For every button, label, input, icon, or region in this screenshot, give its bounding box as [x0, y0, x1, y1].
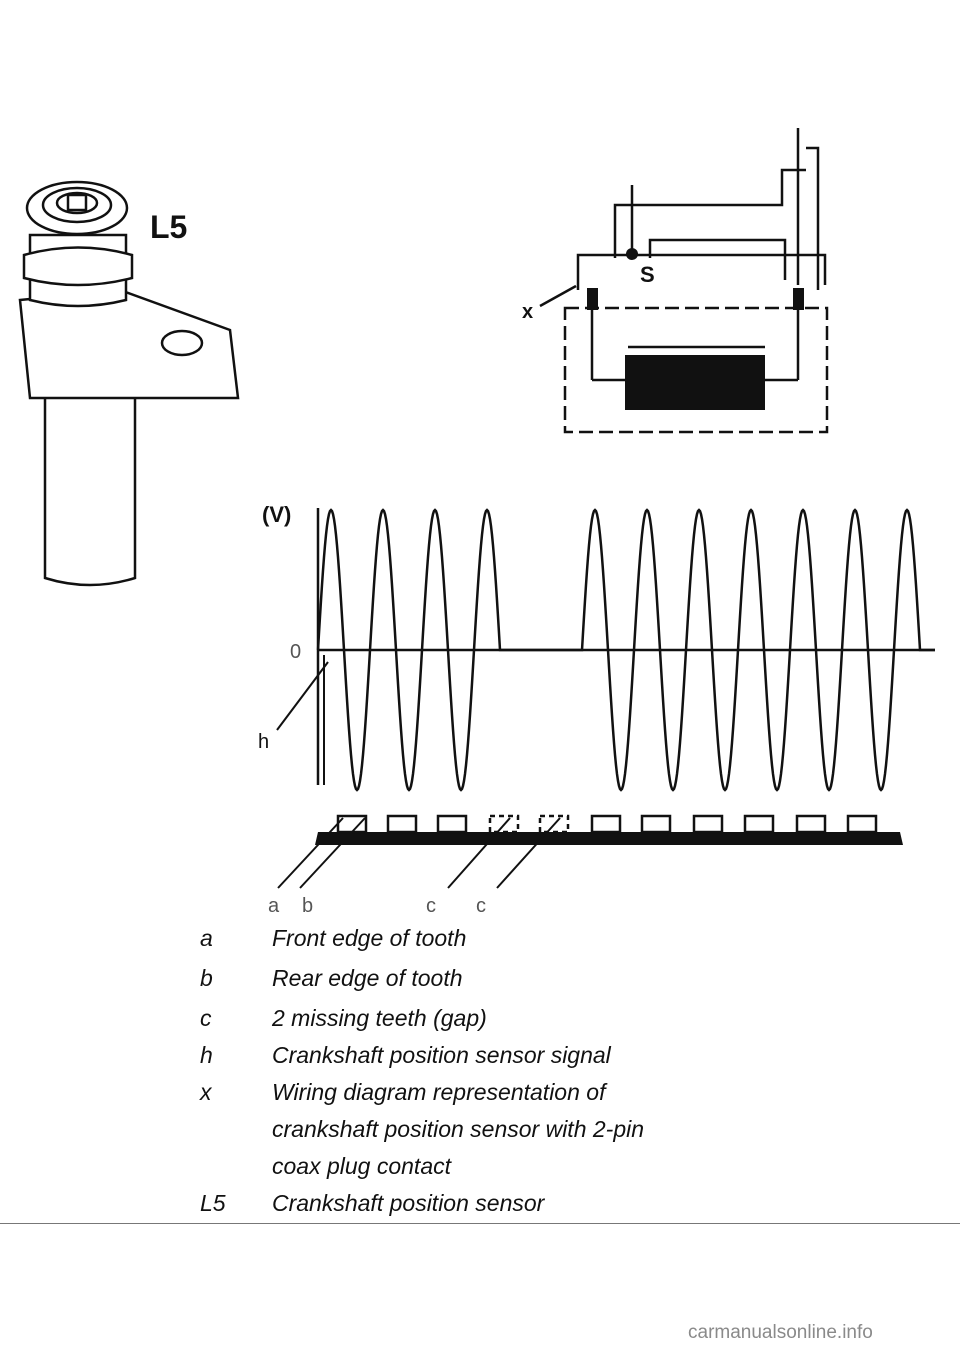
tooth-label-a: a	[268, 895, 280, 917]
legend-desc: Front edge of tooth	[272, 925, 467, 951]
switch-label: S	[640, 262, 655, 287]
tooth	[795, 814, 827, 834]
tooth-label-b: b	[302, 895, 313, 917]
voltage-axis-label: (V)	[262, 502, 291, 527]
tooth	[743, 814, 775, 834]
signal-leader	[276, 661, 329, 731]
legend-key: h	[200, 1042, 213, 1068]
legend-desc: Crankshaft position sensor signal	[272, 1042, 611, 1068]
tooth	[640, 814, 672, 834]
legend-desc: Crankshaft position sensor	[272, 1190, 545, 1216]
wiring-diagram	[539, 128, 829, 434]
zero-label: 0	[290, 641, 301, 663]
tooth-leaders	[277, 817, 561, 889]
tooth	[436, 814, 468, 834]
tooth	[590, 814, 622, 834]
tooth	[386, 814, 418, 834]
signal-plot	[276, 508, 935, 792]
wiring-label: x	[522, 301, 533, 323]
tooth	[692, 814, 724, 834]
sensor-label: L5	[150, 209, 187, 245]
crankshaft-sensor-drawing	[18, 180, 240, 587]
watermark: carmanualsonline.info	[688, 1322, 873, 1343]
legend-key: c	[200, 1005, 212, 1031]
signal-waveform	[316, 508, 935, 792]
tooth-label-c2: c	[476, 895, 486, 917]
wiring-fill	[587, 248, 804, 410]
legend-key: a	[200, 925, 213, 951]
trigger-wheel	[277, 814, 903, 889]
legend-desc: Wiring diagram representation of	[272, 1079, 606, 1105]
legend-desc: 2 missing teeth (gap)	[272, 1005, 487, 1031]
bottom-rule	[0, 1223, 960, 1224]
legend-key: x	[200, 1079, 212, 1105]
legend-key: L5	[200, 1190, 226, 1216]
tooth-label-c1: c	[426, 895, 436, 917]
signal-label: h	[258, 731, 269, 753]
legend-desc: crankshaft position sensor with 2-pin	[272, 1116, 645, 1142]
tooth	[846, 814, 878, 834]
legend-desc: Rear edge of tooth	[272, 965, 463, 991]
legend-key: b	[200, 965, 213, 991]
wheel-bar	[315, 832, 903, 845]
legend-desc: coax plug contact	[272, 1153, 452, 1179]
wheel-teeth	[336, 814, 878, 834]
